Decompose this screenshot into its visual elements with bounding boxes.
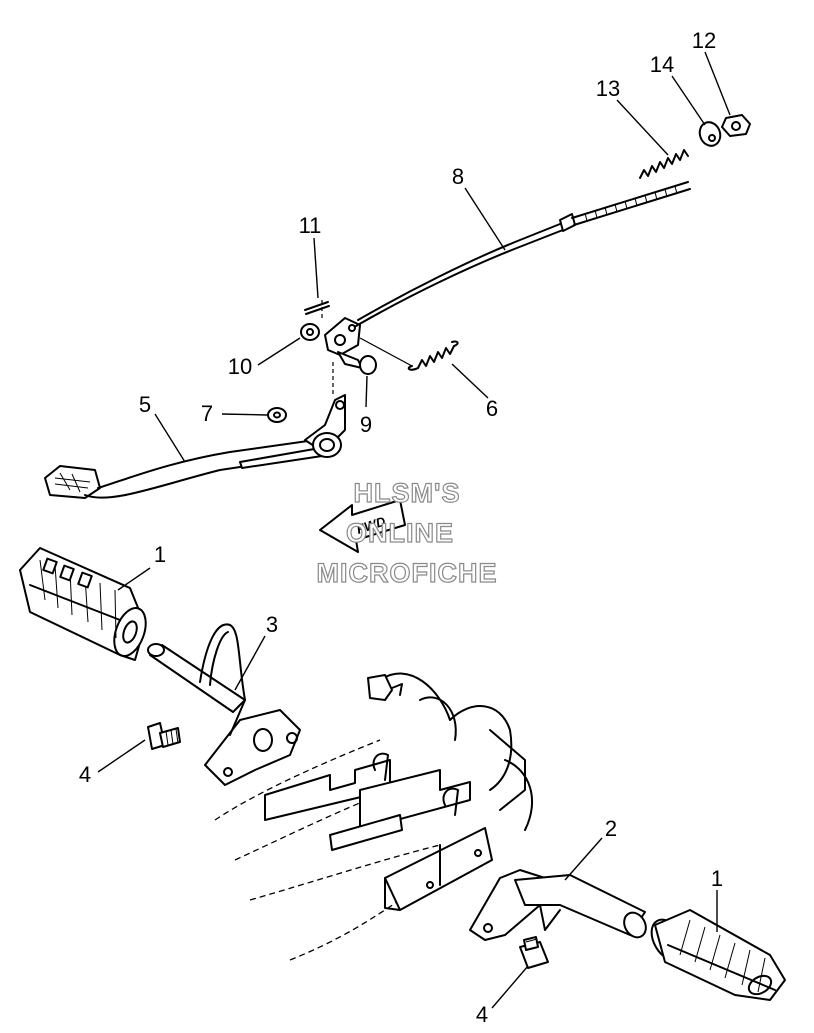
assembly-guide-lines	[321, 300, 334, 395]
clevis-pin-9	[337, 351, 377, 375]
footrest-bracket-right	[469, 869, 647, 941]
callout-12: 12	[692, 28, 716, 53]
cotter-pin-11	[304, 301, 330, 315]
callout-8: 8	[452, 164, 464, 189]
footrest-peg-left	[19, 547, 147, 661]
brake-pedal	[44, 394, 346, 499]
engine-frame-outline	[214, 672, 534, 961]
adjusting-nut-12	[721, 114, 751, 137]
watermark: HLSM'S ONLINE MICROFICHE	[316, 477, 498, 588]
watermark-line-3: MICROFICHE	[317, 558, 498, 588]
callout-labels: 1 3 4 2 1 4 5 7 10 9 6 8 11 13 14 12	[79, 28, 723, 1027]
callout-13: 13	[596, 76, 620, 101]
callout-7: 7	[201, 401, 213, 426]
watermark-line-1: HLSM'S	[354, 478, 461, 508]
spring-13	[639, 149, 689, 179]
callout-1-right: 1	[711, 866, 723, 891]
footrest-peg-right	[650, 909, 786, 1001]
bolt-upper	[147, 722, 181, 750]
forward-direction-arrow: FWD	[319, 499, 406, 553]
footrest-bracket-left	[147, 623, 301, 786]
rod-joint	[324, 317, 361, 356]
bolt-lower	[519, 936, 549, 969]
callout-6: 6	[486, 396, 498, 421]
washer-10	[300, 323, 320, 341]
callout-5: 5	[139, 392, 151, 417]
return-spring-6	[359, 337, 459, 371]
callout-4-upper: 4	[79, 762, 91, 787]
leader-lines	[97, 51, 731, 1009]
callout-14: 14	[650, 52, 674, 77]
brake-rod-8	[355, 181, 691, 327]
collar-14	[698, 121, 722, 147]
callout-2: 2	[605, 816, 617, 841]
callout-3: 3	[266, 612, 278, 637]
callout-9: 9	[360, 412, 372, 437]
watermark-line-2: ONLINE	[346, 518, 454, 548]
callout-10: 10	[228, 354, 252, 379]
washer-7	[267, 407, 287, 423]
callout-1-left: 1	[154, 542, 166, 567]
callout-4-lower: 4	[476, 1002, 488, 1027]
callout-11: 11	[299, 213, 322, 238]
